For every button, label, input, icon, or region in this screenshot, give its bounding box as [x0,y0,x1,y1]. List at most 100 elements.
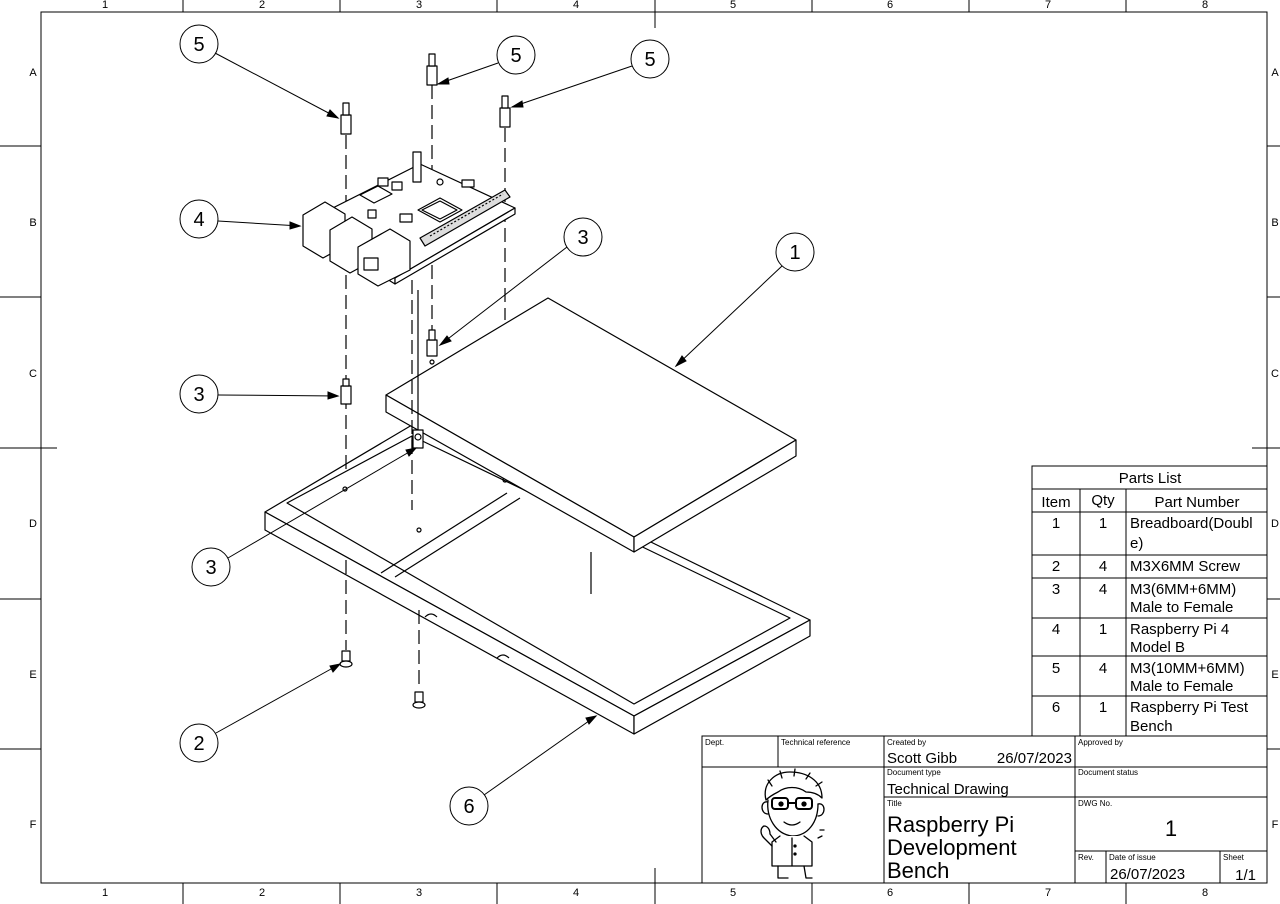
balloon-item-2 [179,663,342,763]
parts-list-cell-part: Male to Female [1130,599,1233,616]
parts-list-cell-part: M3(10MM+6MM) [1130,660,1245,677]
drawing-title-line: Raspberry Pi [887,812,1014,837]
parts-list-cell-qty: 1 [1099,621,1107,638]
zone-col-label-top: 8 [1202,0,1208,11]
parts-list-cell-qty: 1 [1099,515,1107,532]
zone-col-label-top: 6 [887,0,893,11]
zone-col-label-top: 7 [1045,0,1051,11]
parts-list-cell-item: 6 [1052,699,1060,716]
parts-list-cell-part: Raspberry Pi Test [1130,699,1249,716]
parts-list-cell-item: 1 [1052,515,1060,532]
balloon-item-3-c [191,447,418,587]
created-by-value: Scott Gibb [887,750,957,767]
parts-list-cell-qty: 4 [1099,660,1107,677]
parts-list-cell-part: Breadboard(Doubl [1130,515,1253,532]
zone-row-label-left: B [29,217,36,229]
date-of-issue-label: Date of issue [1109,853,1156,862]
parts-list-cell-qty: 4 [1099,581,1107,598]
zone-row-label-right: A [1271,67,1279,79]
zone-row-label-left: E [29,669,36,681]
balloon-number: 4 [193,209,204,231]
zone-col-label-bottom: 8 [1202,887,1208,899]
author-mascot-logo [760,768,825,879]
drawing-title-line: Development [887,835,1017,860]
parts-list-header-item: Item [1041,494,1070,511]
parts-list-cell-part: M3X6MM Screw [1130,558,1240,575]
zone-row-label-right: B [1271,217,1278,229]
zone-row-label-left: F [30,819,37,831]
approved-by-label: Approved by [1078,738,1123,747]
balloon-item-1 [674,232,815,368]
balloon-item-5-b [436,35,536,85]
raspberry-pi-board [302,151,516,287]
zone-row-label-right: F [1272,819,1279,831]
parts-list-cell-item: 3 [1052,581,1060,598]
balloon-item-6 [449,715,598,826]
document-type-label: Document type [887,768,941,777]
zone-col-label-top: 2 [259,0,265,11]
balloon-number: 1 [789,242,800,264]
zone-row-label-left: C [29,368,37,380]
parts-list-title: Parts List [1119,470,1182,487]
balloon-number: 5 [510,45,521,67]
zone-row-label-right: E [1271,669,1278,681]
exploded-assembly-view [264,53,811,735]
zone-col-label-bottom: 3 [416,887,422,899]
balloon-number: 3 [205,557,216,579]
zone-col-label-top: 5 [730,0,736,11]
parts-list-cell-qty: 1 [1099,699,1107,716]
parts-list-header-qty: Qty [1091,492,1115,509]
created-date-value: 26/07/2023 [997,750,1072,767]
zone-row-label-left: A [29,67,37,79]
zone-row-label-left: D [29,518,37,530]
balloon-number: 3 [193,384,204,406]
zone-col-label-top: 4 [573,0,579,11]
balloon-item-5-a [179,24,340,119]
zone-col-label-bottom: 7 [1045,887,1051,899]
rev-label: Rev. [1078,853,1094,862]
parts-list-cell-part: Raspberry Pi 4 [1130,621,1229,638]
balloon-number: 3 [577,227,588,249]
balloon-item-3-a [438,217,603,347]
balloon-item-4 [179,199,302,239]
dept-label: Dept. [705,738,724,747]
balloon-callouts [179,24,815,826]
balloon-number: 5 [644,49,655,71]
parts-list-table: Parts List Item Qty Part Number 1 1 Brea… [1031,465,1268,737]
zone-col-label-bottom: 6 [887,887,893,899]
dwg-number-value: 1 [1165,816,1177,841]
zone-col-label-bottom: 1 [102,887,108,899]
date-of-issue-value: 26/07/2023 [1110,866,1185,883]
zone-labels: 1 2 3 4 5 6 7 8 1 2 3 4 5 6 7 8 A B C D … [29,0,1279,899]
zone-row-label-right: C [1271,368,1279,380]
dwg-no-label: DWG No. [1078,799,1112,808]
balloon-item-5-c [510,39,670,108]
zone-col-label-bottom: 5 [730,887,736,899]
standoff-column-right [499,95,511,320]
drawing-title-line: Bench [887,858,949,883]
standoff-column-left [339,102,353,668]
zone-col-label-top: 3 [416,0,422,11]
balloon-number: 5 [193,34,204,56]
sheet-label: Sheet [1223,853,1245,862]
created-by-label: Created by [887,738,926,747]
title-label: Title [887,799,902,808]
parts-list-cell-part: Model B [1130,639,1185,656]
parts-list-cell-item: 4 [1052,621,1060,638]
balloon-number: 6 [463,796,474,818]
parts-list-cell-part: e) [1130,535,1143,552]
balloon-number: 2 [193,733,204,755]
sheet-value: 1/1 [1235,867,1256,884]
balloon-item-3-b [179,374,340,414]
technical-reference-label: Technical reference [781,738,851,747]
breadboard [385,297,797,594]
zone-col-label-top: 1 [102,0,108,11]
parts-list-cell-item: 2 [1052,558,1060,575]
parts-list-cell-part: Bench [1130,718,1173,735]
title-block: Dept. Technical reference Created by App… [701,735,1268,884]
parts-list-cell-item: 5 [1052,660,1060,677]
test-bench-frame [264,424,811,735]
parts-list-cell-part: Male to Female [1130,678,1233,695]
